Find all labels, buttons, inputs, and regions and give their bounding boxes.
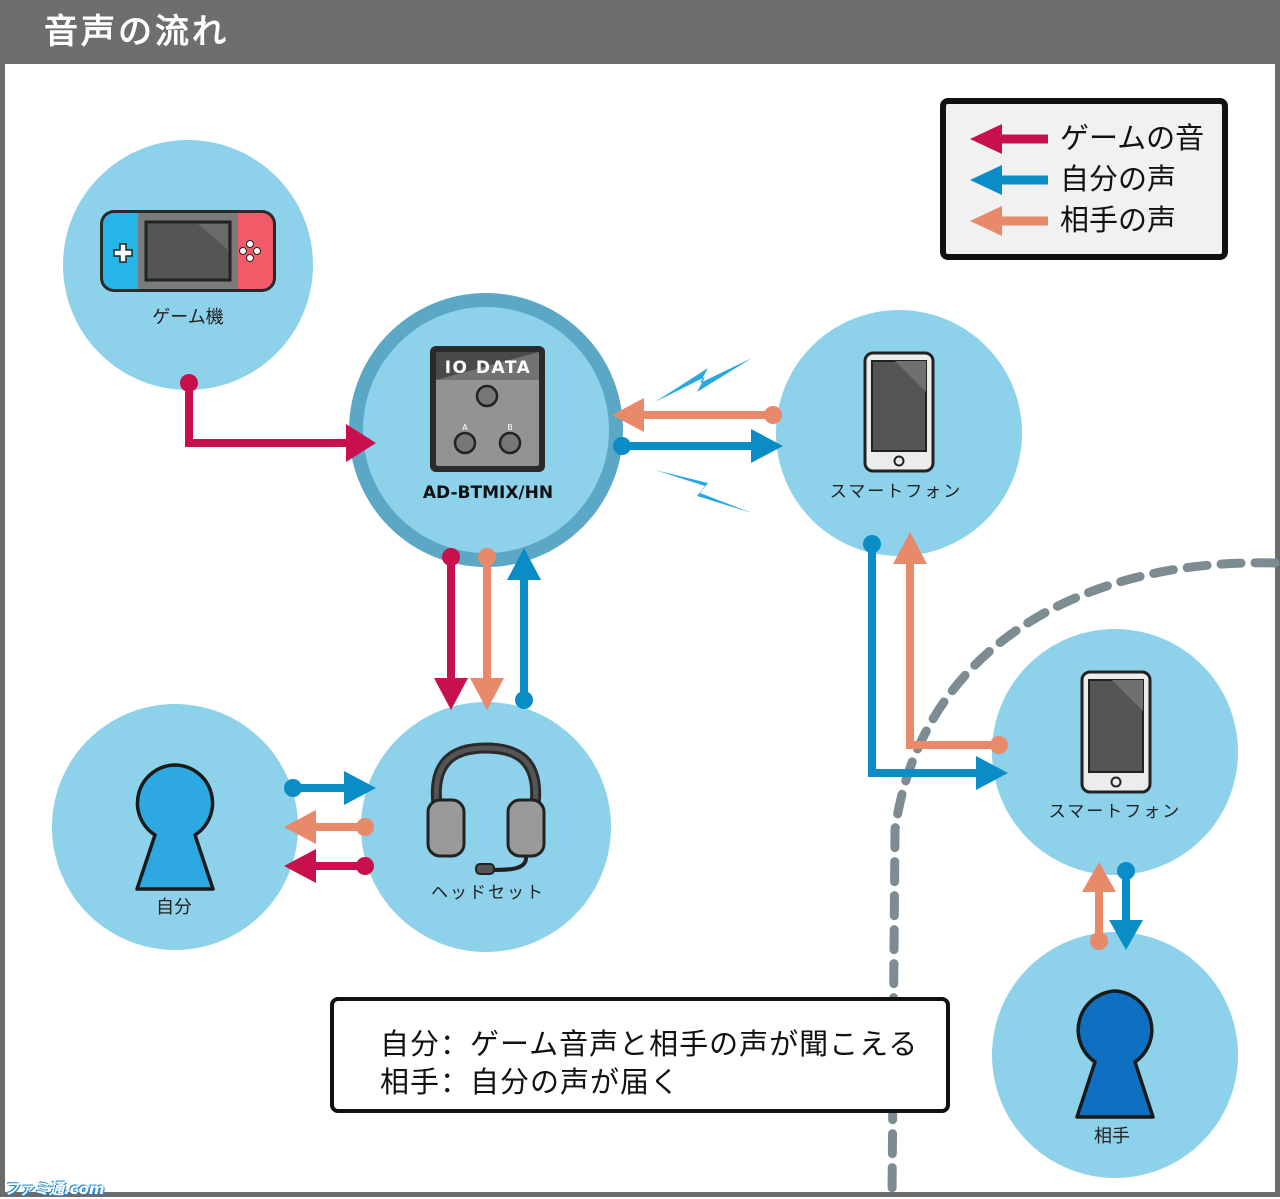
summary-note: 自分：ゲーム音声と相手の声が聞こえる 相手：自分の声が届く (330, 997, 950, 1113)
handheld-console-icon (100, 210, 276, 292)
arrow-headset-to-self-game (284, 849, 374, 883)
wireless-signal-icon (655, 470, 752, 513)
mixer-brand: IO DATA (445, 358, 532, 378)
arrow-phone1-to-mixer (612, 398, 782, 432)
watermark-logo: ファミ通.com (4, 1180, 105, 1198)
page-title: 音声の流れ (44, 12, 229, 52)
arrow-partner-to-phone2-partner (1082, 862, 1116, 950)
smartphone-icon (863, 351, 935, 473)
arrow-self-to-headset-own (284, 771, 376, 805)
headset-node (361, 702, 611, 952)
mixer-device-icon (430, 346, 545, 472)
phone1-label: スマートフォン (830, 482, 963, 502)
legend: ゲームの音 自分の声 相手の声 (940, 98, 1228, 260)
arrow-left-icon (970, 206, 1048, 236)
arrow-mixer-to-headset-partner (470, 548, 504, 710)
arrow-left-icon (970, 124, 1048, 154)
person-icon (135, 763, 215, 891)
mixer-port-b: B (507, 423, 513, 432)
wireless-signal-icon (655, 358, 752, 402)
title-bar: 音声の流れ (0, 0, 1280, 64)
arrow-mixer-to-phone1 (613, 429, 783, 463)
person-icon (1075, 989, 1155, 1119)
game-label: ゲーム機 (152, 307, 223, 328)
headset-label: ヘッドセット (431, 883, 545, 903)
legend-label: 相手の声 (1060, 203, 1177, 237)
arrow-phone2-to-partner-own (1109, 862, 1143, 950)
self-label: 自分 (156, 897, 192, 918)
mixer-label: AD-BTMIX/HN (423, 483, 553, 503)
arrow-phone1-to-phone2-own (863, 535, 1008, 790)
partner-label: 相手 (1094, 1126, 1130, 1147)
arrow-mixer-to-headset-game (434, 548, 468, 710)
arrow-left-icon (970, 165, 1048, 195)
mixer-port-a: A (462, 423, 468, 432)
legend-label: 自分の声 (1060, 162, 1177, 196)
arrow-game-to-mixer (180, 374, 376, 462)
legend-label: ゲームの音 (1060, 121, 1205, 155)
smartphone-icon (1080, 670, 1152, 794)
note-line-partner: 相手：自分の声が届く (380, 1065, 681, 1099)
arrow-headset-to-self-partner (284, 810, 374, 844)
note-line-self: 自分：ゲーム音声と相手の声が聞こえる (380, 1027, 919, 1061)
arrow-phone2-to-phone1-partner (893, 532, 1008, 754)
phone2-label: スマートフォン (1049, 802, 1182, 822)
arrow-headset-to-mixer-own (507, 548, 541, 709)
headset-icon (426, 742, 546, 875)
